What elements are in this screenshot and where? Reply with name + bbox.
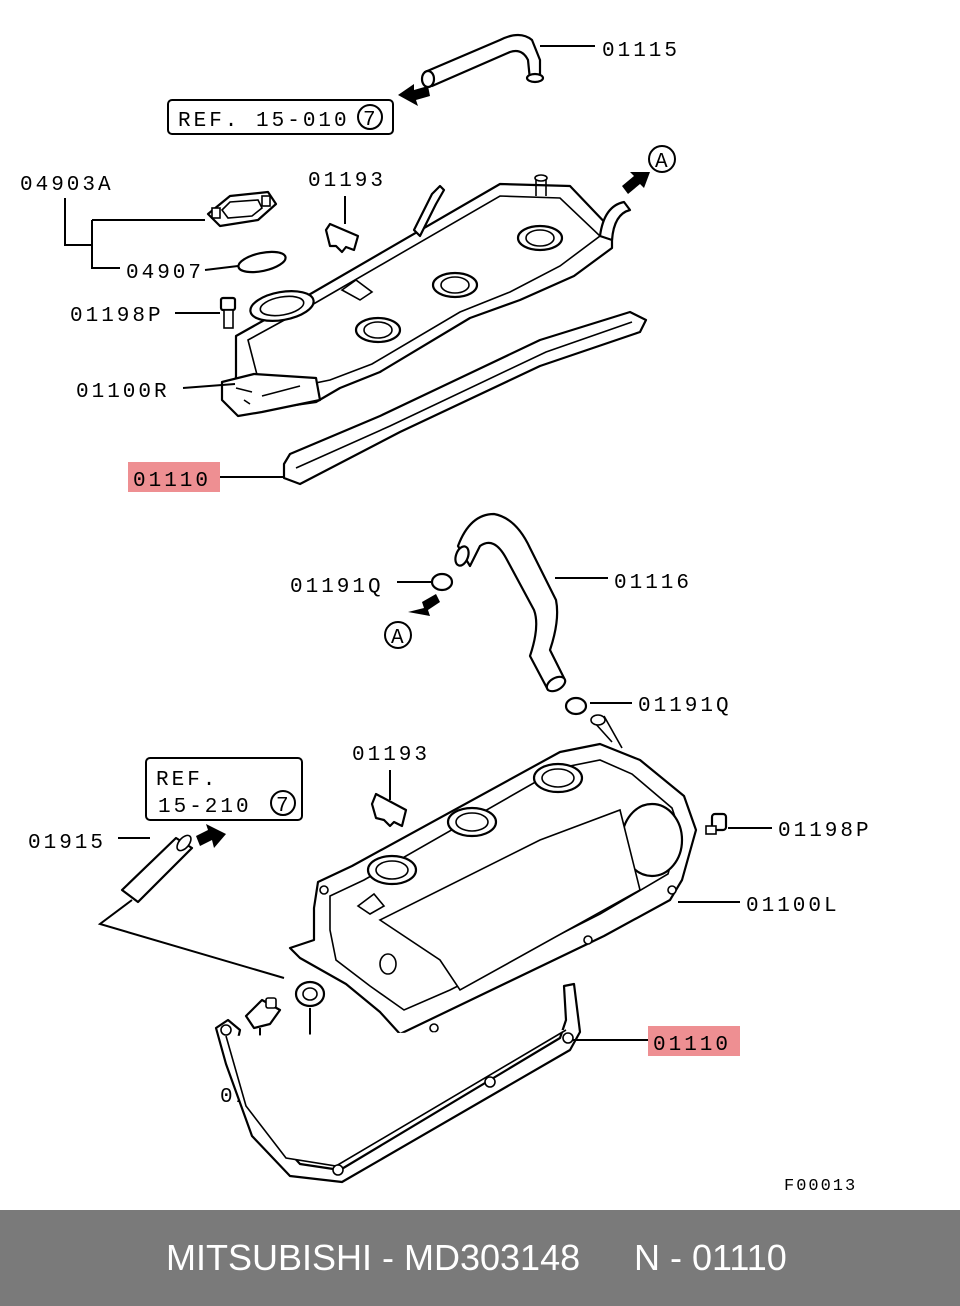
label-01198p-bottom[interactable]: 01198P [778, 820, 872, 843]
clip-01193-bottom [370, 792, 408, 828]
ref-box-bottom[interactable]: REF. 15-210 7 [145, 757, 303, 821]
arrow-ref-top-icon [398, 84, 430, 106]
connector-a-top[interactable] [648, 145, 676, 173]
label-01110-top-highlight [128, 462, 220, 492]
bottom-assembly: 01116 01191Q A 01191Q 01193 REF. 15-210 … [28, 512, 872, 1196]
footer-bar: MITSUBISHI - MD303148 N - 01110 [0, 1210, 960, 1306]
ref-bottom-line1: REF. [156, 769, 218, 792]
label-01100l[interactable]: 01100L [746, 895, 840, 918]
label-01115[interactable]: 01115 [602, 40, 680, 63]
grommet-01191q-right [564, 696, 588, 716]
label-04907[interactable]: 04907 [126, 262, 204, 285]
ref-bottom-circle: 7 [276, 795, 289, 818]
label-01915[interactable]: 01915 [28, 832, 106, 855]
label-04903a[interactable]: 04903A [20, 174, 114, 197]
ref-top-text: REF. 15-010 [178, 110, 350, 133]
connector-a-top-text: A [655, 151, 668, 174]
arrow-a-bottom-icon [408, 594, 440, 616]
footer-brand-part: MITSUBISHI - MD303148 [166, 1237, 581, 1278]
oil-cap-04903a [206, 190, 278, 228]
bolt-01198p-bottom [705, 812, 728, 835]
label-01191q-left[interactable]: 01191Q [290, 576, 384, 599]
ref-box-top[interactable]: REF. 15-010 7 [167, 99, 394, 135]
label-01198p-top[interactable]: 01198P [70, 305, 164, 328]
grommet-01191q-left [430, 572, 454, 592]
gasket-01110-top [282, 310, 648, 486]
bolt-01198p-top [219, 296, 237, 329]
arrow-a-top-icon [622, 172, 650, 194]
label-01110-bottom-highlight [648, 1026, 740, 1056]
arrow-ref-bottom-icon [196, 824, 226, 848]
label-01193-top[interactable]: 01193 [308, 170, 386, 193]
clip-01193-top [324, 222, 360, 254]
connector-a-bottom[interactable] [384, 621, 412, 649]
label-01116[interactable]: 01116 [614, 572, 692, 595]
label-01110-bottom[interactable]: 01110 [653, 1034, 731, 1057]
hose-01115 [420, 33, 595, 89]
hose-01116 [454, 512, 567, 693]
valve-cover-01100r [220, 174, 632, 418]
ref-top-circle: 7 [363, 109, 376, 132]
gasket-01110-bottom [214, 982, 582, 1184]
sensor-01130 [244, 997, 282, 1030]
ref-bottom-line2: 15-210 [158, 796, 252, 819]
figure-code: F00013 [784, 1177, 857, 1196]
connector-a-bottom-text: A [391, 627, 404, 650]
label-01110-top[interactable]: 01110 [133, 470, 211, 493]
seal-01129 [294, 980, 326, 1008]
top-assembly: 01115 REF. 15-010 7 04903A 04907 01193 0… [20, 33, 680, 493]
hose-01915 [120, 836, 194, 904]
parts-diagram: 01115 REF. 15-010 7 04903A 04907 01193 0… [20, 33, 872, 1196]
valve-cover-01100l [288, 714, 698, 1036]
gasket-04907 [237, 250, 287, 274]
label-01193-bottom[interactable]: 01193 [352, 744, 430, 767]
label-01100r[interactable]: 01100R [76, 381, 170, 404]
footer-ref-number: N - 01110 [634, 1237, 787, 1278]
label-01191q-right[interactable]: 01191Q [638, 695, 732, 718]
